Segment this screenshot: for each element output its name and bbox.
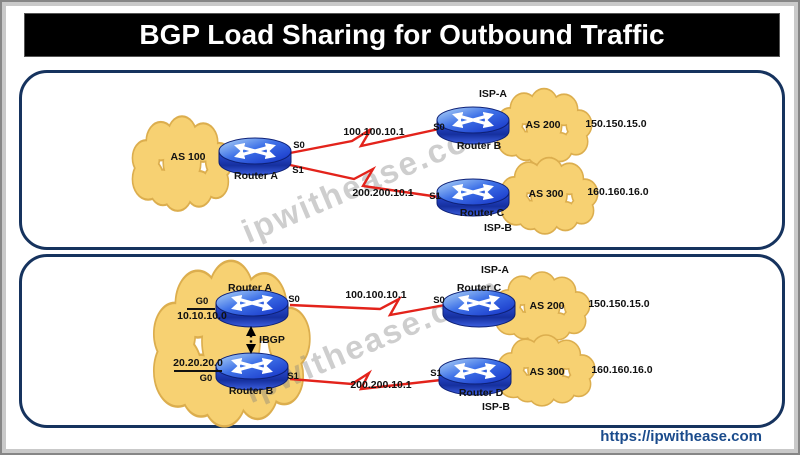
- as300-bottom-label: AS 300: [529, 366, 565, 378]
- site-url-link[interactable]: https://ipwithease.com: [600, 428, 762, 445]
- as200-top-label: AS 200: [525, 119, 561, 131]
- link-bottom-ip-label-2: 200.200.10.1: [350, 379, 412, 391]
- as200-bottom-label: AS 200: [529, 300, 565, 312]
- router-c-if-s1: S1: [429, 191, 441, 202]
- isp-a-top-label: ISP-A: [478, 88, 508, 100]
- isp-a-bottom-label: ISP-A: [480, 264, 510, 276]
- router-a-bottom-label: Router A: [228, 282, 272, 294]
- router-b-if-s0: S0: [433, 122, 445, 133]
- as300-top-label: AS 300: [528, 188, 564, 200]
- page-title: BGP Load Sharing for Outbound Traffic: [139, 19, 665, 50]
- router-d-label: Router D: [458, 387, 504, 399]
- router-b-bottom-s1: S1: [287, 371, 299, 382]
- link-bottom-ip-label: 200.200.10.1: [352, 187, 414, 199]
- title-banner: BGP Load Sharing for Outbound Traffic: [24, 13, 780, 57]
- link-top-ip-label-2: 100.100.10.1: [345, 289, 407, 301]
- network-150-top-label: 150.150.15.0: [585, 118, 647, 130]
- network-160-bottom-label: 160.160.16.0: [591, 364, 653, 376]
- network-150-bottom-label: 150.150.15.0: [588, 298, 650, 310]
- isp-b-bottom-label: ISP-B: [481, 401, 511, 413]
- router-b-label: Router B: [456, 140, 502, 152]
- router-a-bottom-s0: S0: [288, 294, 300, 305]
- router-c-bottom-s0: S0: [433, 295, 445, 306]
- panel-dual-router-topology: [19, 254, 785, 428]
- router-d-s1: S1: [430, 368, 442, 379]
- router-c-top-label: Router C: [459, 207, 505, 219]
- as100-label: AS 100: [170, 151, 206, 163]
- network-10-label: 10.10.10.0: [177, 310, 227, 322]
- network-20-label: 20.20.20.0: [173, 357, 223, 369]
- router-a-top-if-s1: S1: [292, 165, 304, 176]
- isp-b-top-label: ISP-B: [483, 222, 513, 234]
- lan-bottom-divider: [174, 370, 222, 372]
- router-b-bottom-g0: G0: [199, 373, 213, 384]
- router-b-bottom-label: Router B: [228, 385, 274, 397]
- router-a-bottom-g0: G0: [195, 296, 209, 307]
- ibgp-label: IBGP: [259, 334, 285, 346]
- router-a-top-label: Router A: [234, 170, 278, 182]
- network-160-top-label: 160.160.16.0: [587, 186, 649, 198]
- router-a-top-if-s0: S0: [293, 140, 305, 151]
- link-top-ip-label: 100.100.10.1: [343, 126, 405, 138]
- panel-single-router-topology: [19, 70, 785, 250]
- router-c-bottom-label: Router C: [456, 282, 502, 294]
